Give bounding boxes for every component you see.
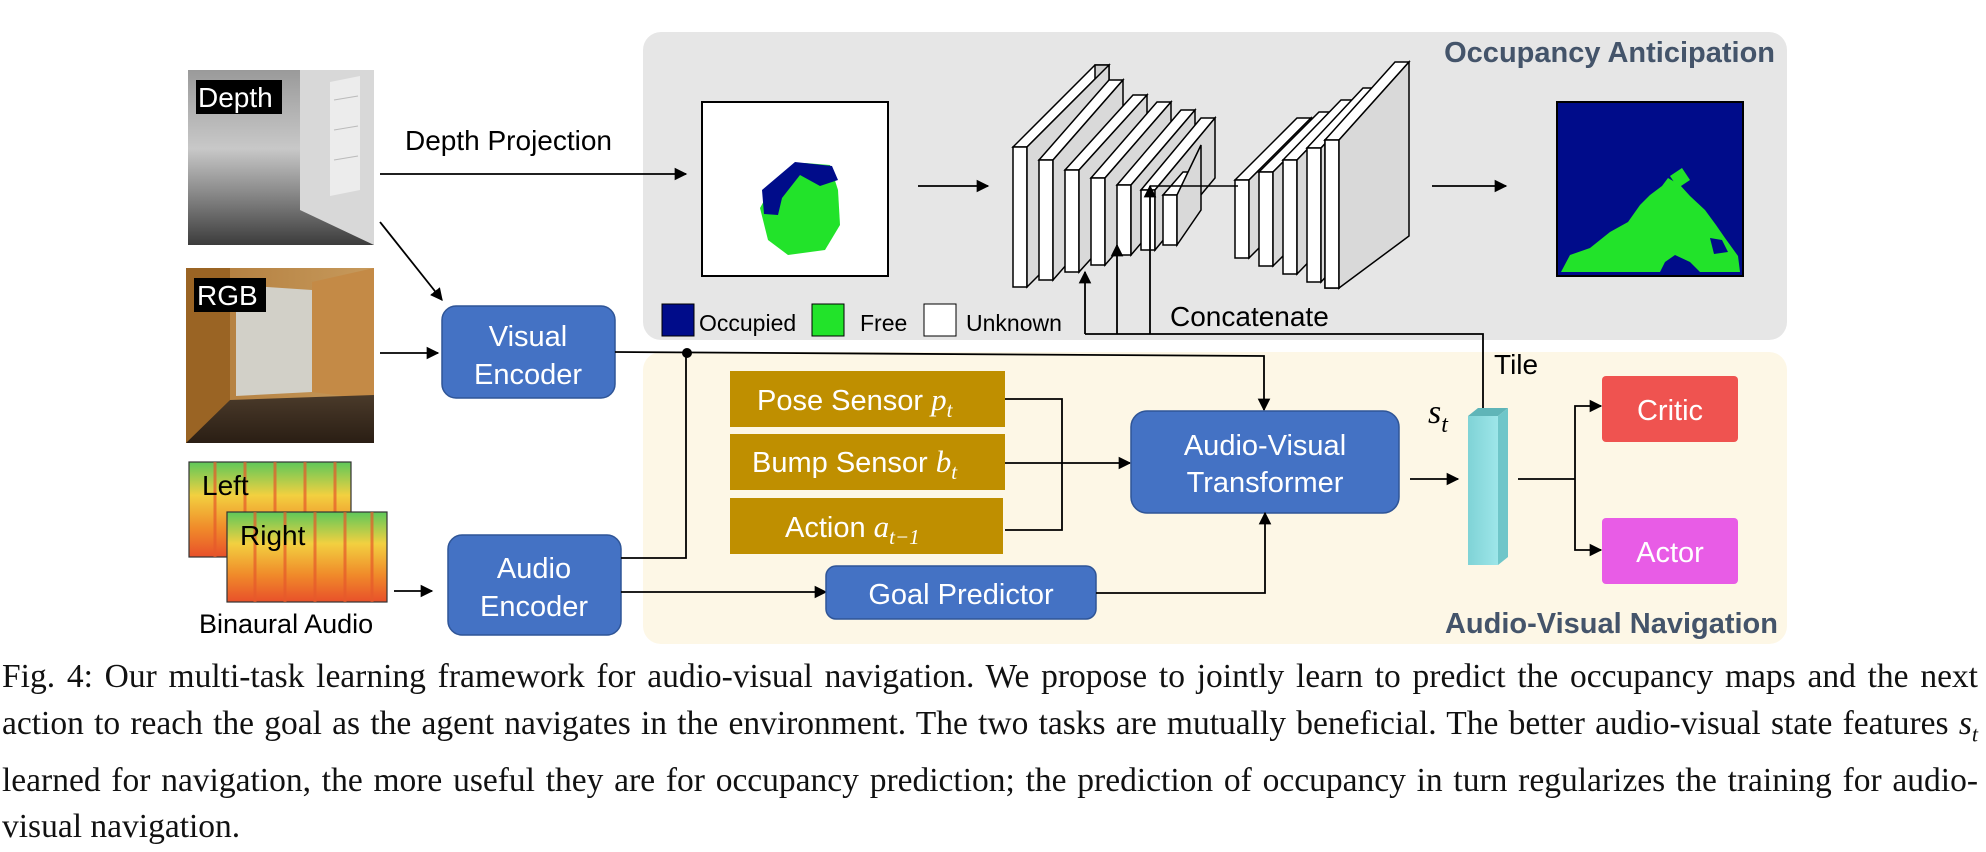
legend: Occupied Free Unknown <box>661 303 1062 337</box>
audio-encoder-line2: Encoder <box>480 591 588 623</box>
partial-occupancy-map <box>701 101 889 277</box>
state-feature-bar <box>1468 408 1508 565</box>
rgb-label: RGB <box>197 280 258 311</box>
decoder-layers <box>1233 60 1411 290</box>
navigation-section-title: Audio-Visual Navigation <box>1445 608 1778 640</box>
to-critic-arrow <box>1574 399 1603 479</box>
figure-caption: Fig. 4: Our multi-task learning framewor… <box>2 654 1978 851</box>
unknown-swatch <box>923 303 957 337</box>
depth-image: Depth <box>188 70 374 245</box>
state-feature-label: st <box>1428 394 1449 438</box>
concatenate-label: Concatenate <box>1170 301 1329 332</box>
caption-prefix: Fig. 4: Our multi-task learning framewor… <box>2 658 1978 742</box>
binaural-audio-label: Binaural Audio <box>199 609 373 639</box>
depth-projection-label: Depth Projection <box>405 125 612 156</box>
free-label: Free <box>860 310 907 336</box>
bump-sensor-label: Bump Sensor bt <box>752 444 958 484</box>
action-label: Action at−1 <box>785 509 920 549</box>
actor-label: Actor <box>1636 537 1704 569</box>
critic-label: Critic <box>1637 395 1703 427</box>
bump-sensor-box <box>730 434 1005 490</box>
right-spectrogram: Right <box>226 511 388 603</box>
right-label: Right <box>240 520 306 551</box>
free-swatch <box>811 303 845 337</box>
action-box <box>730 498 1003 554</box>
audio-to-visual-wire <box>621 353 687 559</box>
critic-box <box>1602 376 1738 442</box>
goal-to-transformer-arrow <box>1096 511 1272 594</box>
caption-state-var: st <box>1958 704 1978 747</box>
depth-to-visual-arrow <box>379 221 443 301</box>
visual-encoder-line1: Visual <box>489 321 567 353</box>
actor-box <box>1602 518 1738 584</box>
goal-predictor-label: Goal Predictor <box>868 579 1054 611</box>
visual-encoder-line2: Encoder <box>474 359 582 391</box>
unknown-label: Unknown <box>966 310 1062 336</box>
transformer-line1: Audio-Visual <box>1184 430 1346 462</box>
pose-sensor-label: Pose Sensor pt <box>757 382 954 422</box>
predicted-occupancy-map <box>1556 101 1744 277</box>
audio-encoder-box <box>447 534 622 636</box>
encoder-layers <box>1011 63 1217 289</box>
tile-label: Tile <box>1494 349 1538 380</box>
junction-dot <box>682 348 692 358</box>
rgb-image: RGB <box>186 268 374 443</box>
tile-wire <box>1085 333 1484 410</box>
to-actor-arrow <box>1574 479 1603 557</box>
framework-diagram: Occupancy Anticipation Audio-Visual Navi… <box>186 32 1787 644</box>
pose-wire <box>1005 398 1063 531</box>
transformer-line2: Transformer <box>1187 467 1344 499</box>
occupied-swatch <box>661 303 695 337</box>
left-label: Left <box>202 470 249 501</box>
occupancy-section-title: Occupancy Anticipation <box>1444 37 1775 69</box>
depth-label: Depth <box>198 82 273 113</box>
visual-to-transformer-wire <box>614 351 1271 412</box>
pose-sensor-box <box>730 371 1005 427</box>
audio-encoder-line1: Audio <box>497 553 571 585</box>
caption-suffix: learned for navigation, the more useful … <box>2 761 1978 846</box>
occupied-label: Occupied <box>699 310 796 336</box>
